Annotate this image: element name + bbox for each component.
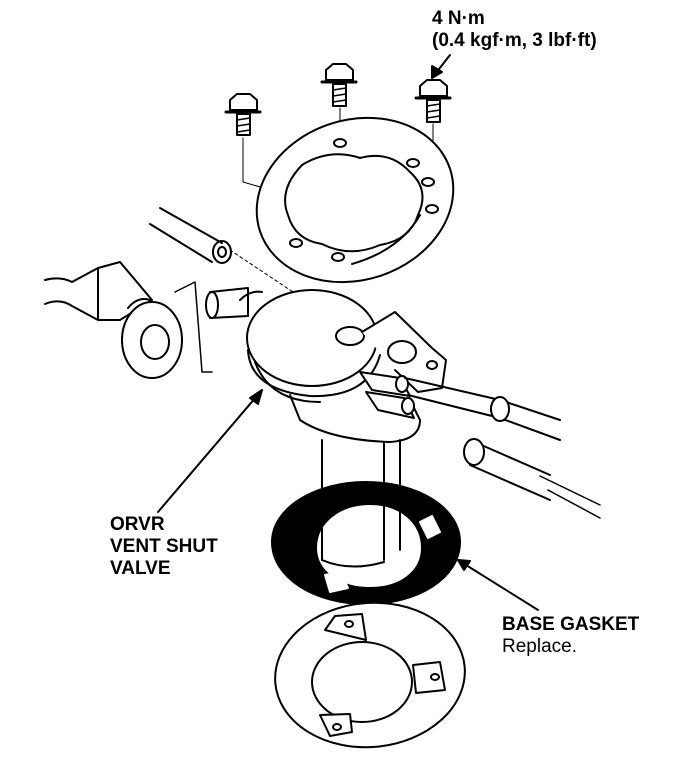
valve-label: ORVR VENT SHUT VALVE [110,514,218,580]
vent-hose-upper [149,207,232,264]
bottom-retainer [274,601,466,749]
valve-arrow [157,389,263,513]
valve-label-line1: ORVR [110,514,165,535]
hoses-right [404,377,601,519]
valve-label-line2: VENT SHUT [110,536,218,557]
fill-hose-left [44,261,183,379]
base-gasket [271,481,461,605]
bolt-middle [320,63,358,107]
bolt-right [414,79,452,123]
gasket-label: BASE GASKET Replace. [502,614,639,658]
valve-label-line3: VALVE [110,558,171,579]
break-line [174,281,213,373]
gasket-note: Replace. [502,636,577,657]
gasket-name: BASE GASKET [502,614,640,635]
torque-arrow [431,54,451,79]
retaining-plate [255,116,455,284]
torque-conversions: (0.4 kgf·m, 3 lbf·ft) [432,30,597,51]
torque-value: 4 N·m [432,8,485,29]
vent-shut-valve-body [205,287,447,443]
bolt-left [224,93,262,136]
gasket-arrow [457,559,539,611]
torque-spec-label: 4 N·m (0.4 kgf·m, 3 lbf·ft) [432,8,597,52]
